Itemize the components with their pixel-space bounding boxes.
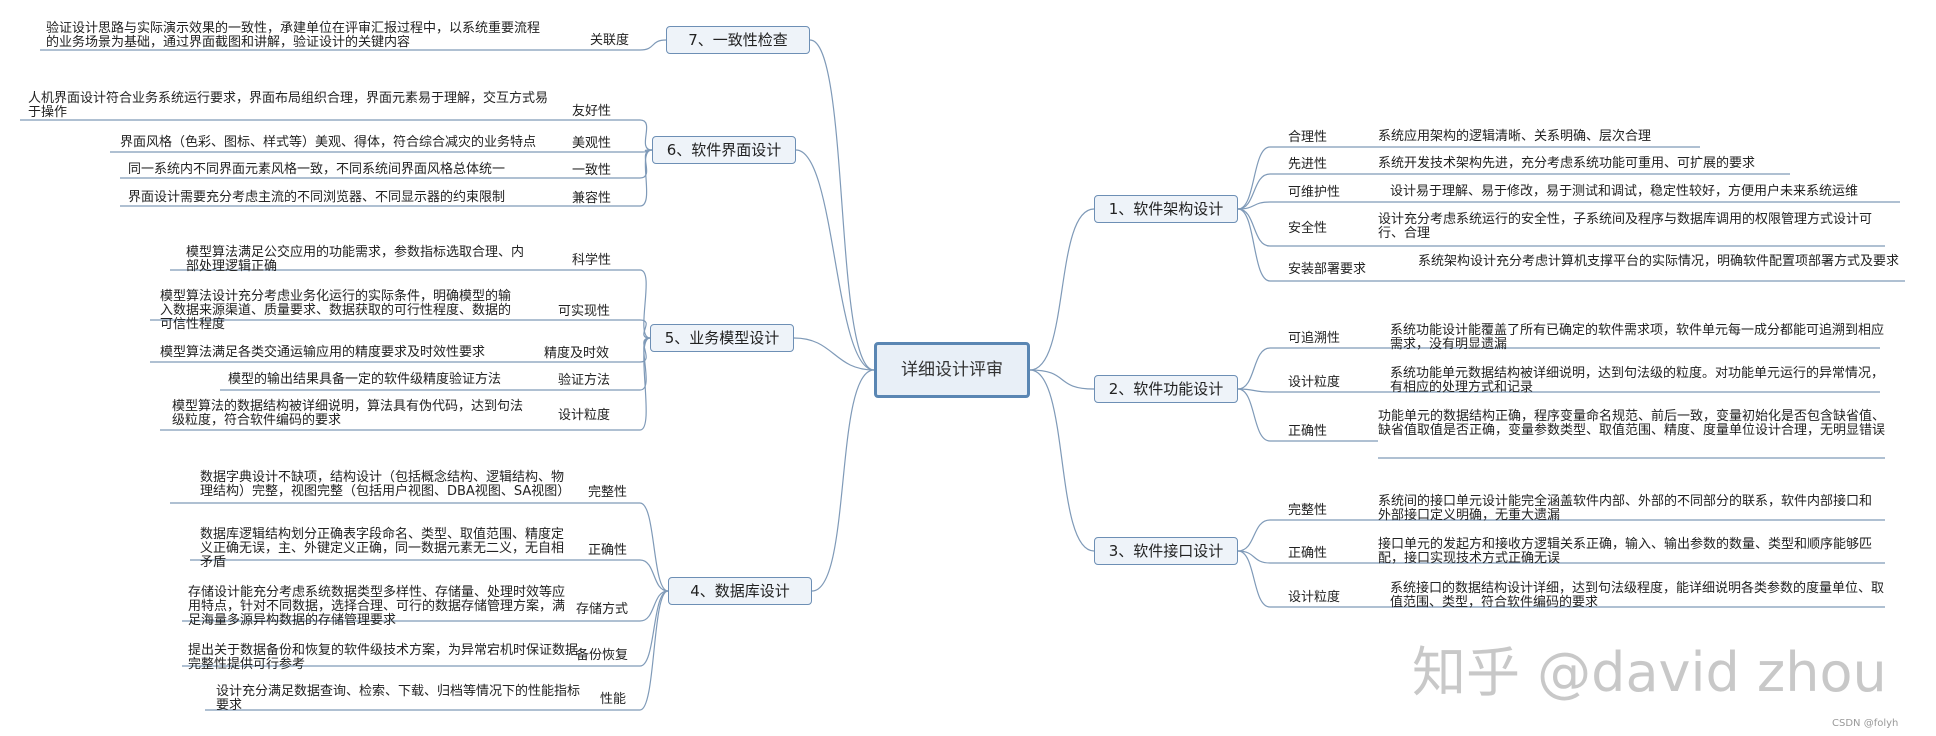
branch-connector xyxy=(1029,369,1095,552)
detail-text: 设计充分满足数据查询、检索、下载、归档等情况下的性能指标要求 xyxy=(216,684,581,713)
leaf-connector xyxy=(120,149,653,179)
detail-text: 验证设计思路与实际演示效果的一致性，承建单位在评审汇报过程中，以系统重要流程的业… xyxy=(46,21,541,50)
category-label: 正确性 xyxy=(1288,546,1328,561)
branch-database[interactable]: 4、数据库设计 xyxy=(668,577,812,605)
leaf-connector xyxy=(1237,519,1360,552)
branch-business-model[interactable]: 5、业务模型设计 xyxy=(650,324,794,352)
leaf-connector xyxy=(1237,146,1360,210)
category-label: 完整性 xyxy=(588,485,628,500)
category-label: 设计粒度 xyxy=(1288,590,1341,605)
detail-text: 人机界面设计符合业务系统运行要求，界面布局组织合理，界面元素易于理解，交互方式易… xyxy=(28,91,549,120)
category-label: 验证方法 xyxy=(558,373,611,388)
category-label: 可实现性 xyxy=(558,304,611,319)
central-topic[interactable]: 详细设计评审 xyxy=(874,342,1030,398)
leaf-connector xyxy=(150,319,651,339)
category-label: 正确性 xyxy=(588,543,628,558)
category-label: 完整性 xyxy=(1288,503,1328,518)
source-credit: CSDN @folyh xyxy=(1832,718,1899,729)
leaf-connector xyxy=(170,502,669,592)
detail-text: 模型算法的数据结构被详细说明，算法具有伪代码，达到句法级粒度，符合软件编码的要求 xyxy=(172,399,524,428)
branch-consistency-check[interactable]: 7、一致性检查 xyxy=(666,26,810,54)
detail-text: 设计充分考虑系统运行的安全性，子系统间及程序与数据库调用的权限管理方式设计可行、… xyxy=(1378,212,1873,241)
category-label: 关联度 xyxy=(590,33,630,48)
leaf-connector xyxy=(1237,208,1360,247)
detail-text: 同一系统内不同界面元素风格一致，不同系统间界面风格总体统一 xyxy=(128,162,506,177)
detail-text: 界面设计需要充分考虑主流的不同浏览器、不同显示器的约束限制 xyxy=(128,190,506,205)
leaf-connector xyxy=(1237,550,1360,608)
branch-software-interface[interactable]: 3、软件接口设计 xyxy=(1094,537,1238,565)
leaf-connector xyxy=(1237,550,1360,564)
branch-connector xyxy=(793,337,875,371)
category-label: 安全性 xyxy=(1288,221,1328,236)
category-label: 正确性 xyxy=(1288,424,1328,439)
detail-text: 设计易于理解、易于修改，易于测试和调试，稳定性较好，方便用户未来系统运维 xyxy=(1390,184,1859,199)
category-label: 先进性 xyxy=(1288,157,1328,172)
detail-text: 接口单元的发起方和接收方逻辑关系正确，输入、输出参数的数量、类型和顺序能够匹配，… xyxy=(1378,537,1873,566)
branch-software-function[interactable]: 2、软件功能设计 xyxy=(1094,375,1238,403)
branch-connector xyxy=(811,369,875,592)
detail-text: 提出关于数据备份和恢复的软件级技术方案，为异常宕机时保证数据完整性提供可行参考 xyxy=(188,643,579,672)
category-label: 备份恢复 xyxy=(576,648,629,663)
detail-text: 系统功能设计能覆盖了所有已确定的软件需求项，软件单元每一成分都能可追溯到相应需求… xyxy=(1390,323,1885,352)
branch-software-architecture[interactable]: 1、软件架构设计 xyxy=(1094,195,1238,223)
leaf-connector xyxy=(160,337,651,431)
branch-software-ui[interactable]: 6、软件界面设计 xyxy=(652,136,796,164)
leaf-connector xyxy=(205,590,669,711)
category-label: 设计粒度 xyxy=(1288,375,1341,390)
leaf-connector xyxy=(1237,388,1360,442)
detail-text: 数据字典设计不缺项，结构设计（包括概念结构、逻辑结构、物理结构）完整，视图完整（… xyxy=(200,470,571,499)
detail-text: 系统开发技术架构先进，充分考虑系统功能可重用、可扩展的要求 xyxy=(1378,156,1756,171)
leaf-connector xyxy=(1237,347,1360,390)
detail-text: 功能单元的数据结构正确，程序变量命名规范、前后一致，变量初始化是否包含缺省值、缺… xyxy=(1378,409,1886,438)
leaf-connector xyxy=(1237,173,1360,210)
detail-text: 模型算法满足公交应用的功能需求，参数指标选取合理、内部处理逻辑正确 xyxy=(186,245,525,274)
leaf-connector xyxy=(40,39,667,51)
category-label: 美观性 xyxy=(572,136,612,151)
category-label: 性能 xyxy=(600,692,627,707)
detail-text: 系统功能单元数据结构被详细说明，达到句法级的粒度。对功能单元运行的异常情况，有相… xyxy=(1390,366,1885,395)
category-label: 友好性 xyxy=(572,104,612,119)
detail-text: 模型的输出结果具备一定的软件级精度验证方法 xyxy=(228,372,502,387)
leaf-connector xyxy=(1237,388,1360,393)
category-label: 兼容性 xyxy=(572,191,612,206)
leaf-connector xyxy=(1237,201,1360,210)
detail-text: 存储设计能充分考虑系统数据类型多样性、存储量、处理时效等应用特点，针对不同数据，… xyxy=(188,585,566,628)
detail-text: 系统间的接口单元设计能完全涵盖软件内部、外部的不同部分的联系，软件内部接口和外部… xyxy=(1378,494,1873,523)
detail-text: 模型算法满足各类交通运输应用的精度要求及时效性要求 xyxy=(160,345,486,360)
branch-connector xyxy=(1029,369,1095,390)
leaf-connector xyxy=(1237,208,1400,282)
category-label: 可追溯性 xyxy=(1288,331,1341,346)
category-label: 合理性 xyxy=(1288,130,1328,145)
category-label: 安装部署要求 xyxy=(1288,262,1367,277)
leaf-connector xyxy=(120,149,653,207)
leaf-connector xyxy=(20,119,653,151)
category-label: 存储方式 xyxy=(576,602,629,617)
leaf-connector xyxy=(182,590,669,622)
category-label: 可维护性 xyxy=(1288,185,1341,200)
leaf-connector xyxy=(182,590,669,667)
detail-text: 界面风格（色彩、图标、样式等）美观、得体，符合综合减灾的业务特点 xyxy=(120,135,537,150)
detail-text: 系统架构设计充分考虑计算机支撑平台的实际情况，明确软件配置项部署方式及要求 xyxy=(1418,254,1900,269)
branch-connector xyxy=(795,149,875,371)
branch-connector xyxy=(809,39,875,371)
leaf-connector xyxy=(150,337,651,363)
category-label: 精度及时效 xyxy=(544,346,610,361)
detail-text: 数据库逻辑结构划分正确表字段命名、类型、取值范围、精度定义正确无误，主、外键定义… xyxy=(200,527,565,570)
category-label: 设计粒度 xyxy=(558,408,611,423)
category-label: 一致性 xyxy=(572,163,612,178)
detail-text: 模型算法设计充分考虑业务化运行的实际条件，明确模型的输入数据来源渠道、质量要求、… xyxy=(160,289,512,332)
leaf-connector xyxy=(170,269,651,339)
leaf-connector xyxy=(110,149,653,153)
detail-text: 系统接口的数据结构设计详细，达到句法级程度，能详细说明各类参数的度量单位、取值范… xyxy=(1390,581,1885,610)
detail-text: 系统应用架构的逻辑清晰、关系明确、层次合理 xyxy=(1378,129,1652,144)
branch-connector xyxy=(1029,208,1095,371)
leaf-connector xyxy=(190,559,669,592)
category-label: 科学性 xyxy=(572,253,612,268)
watermark: 知乎 @david zhou xyxy=(1412,641,1887,704)
